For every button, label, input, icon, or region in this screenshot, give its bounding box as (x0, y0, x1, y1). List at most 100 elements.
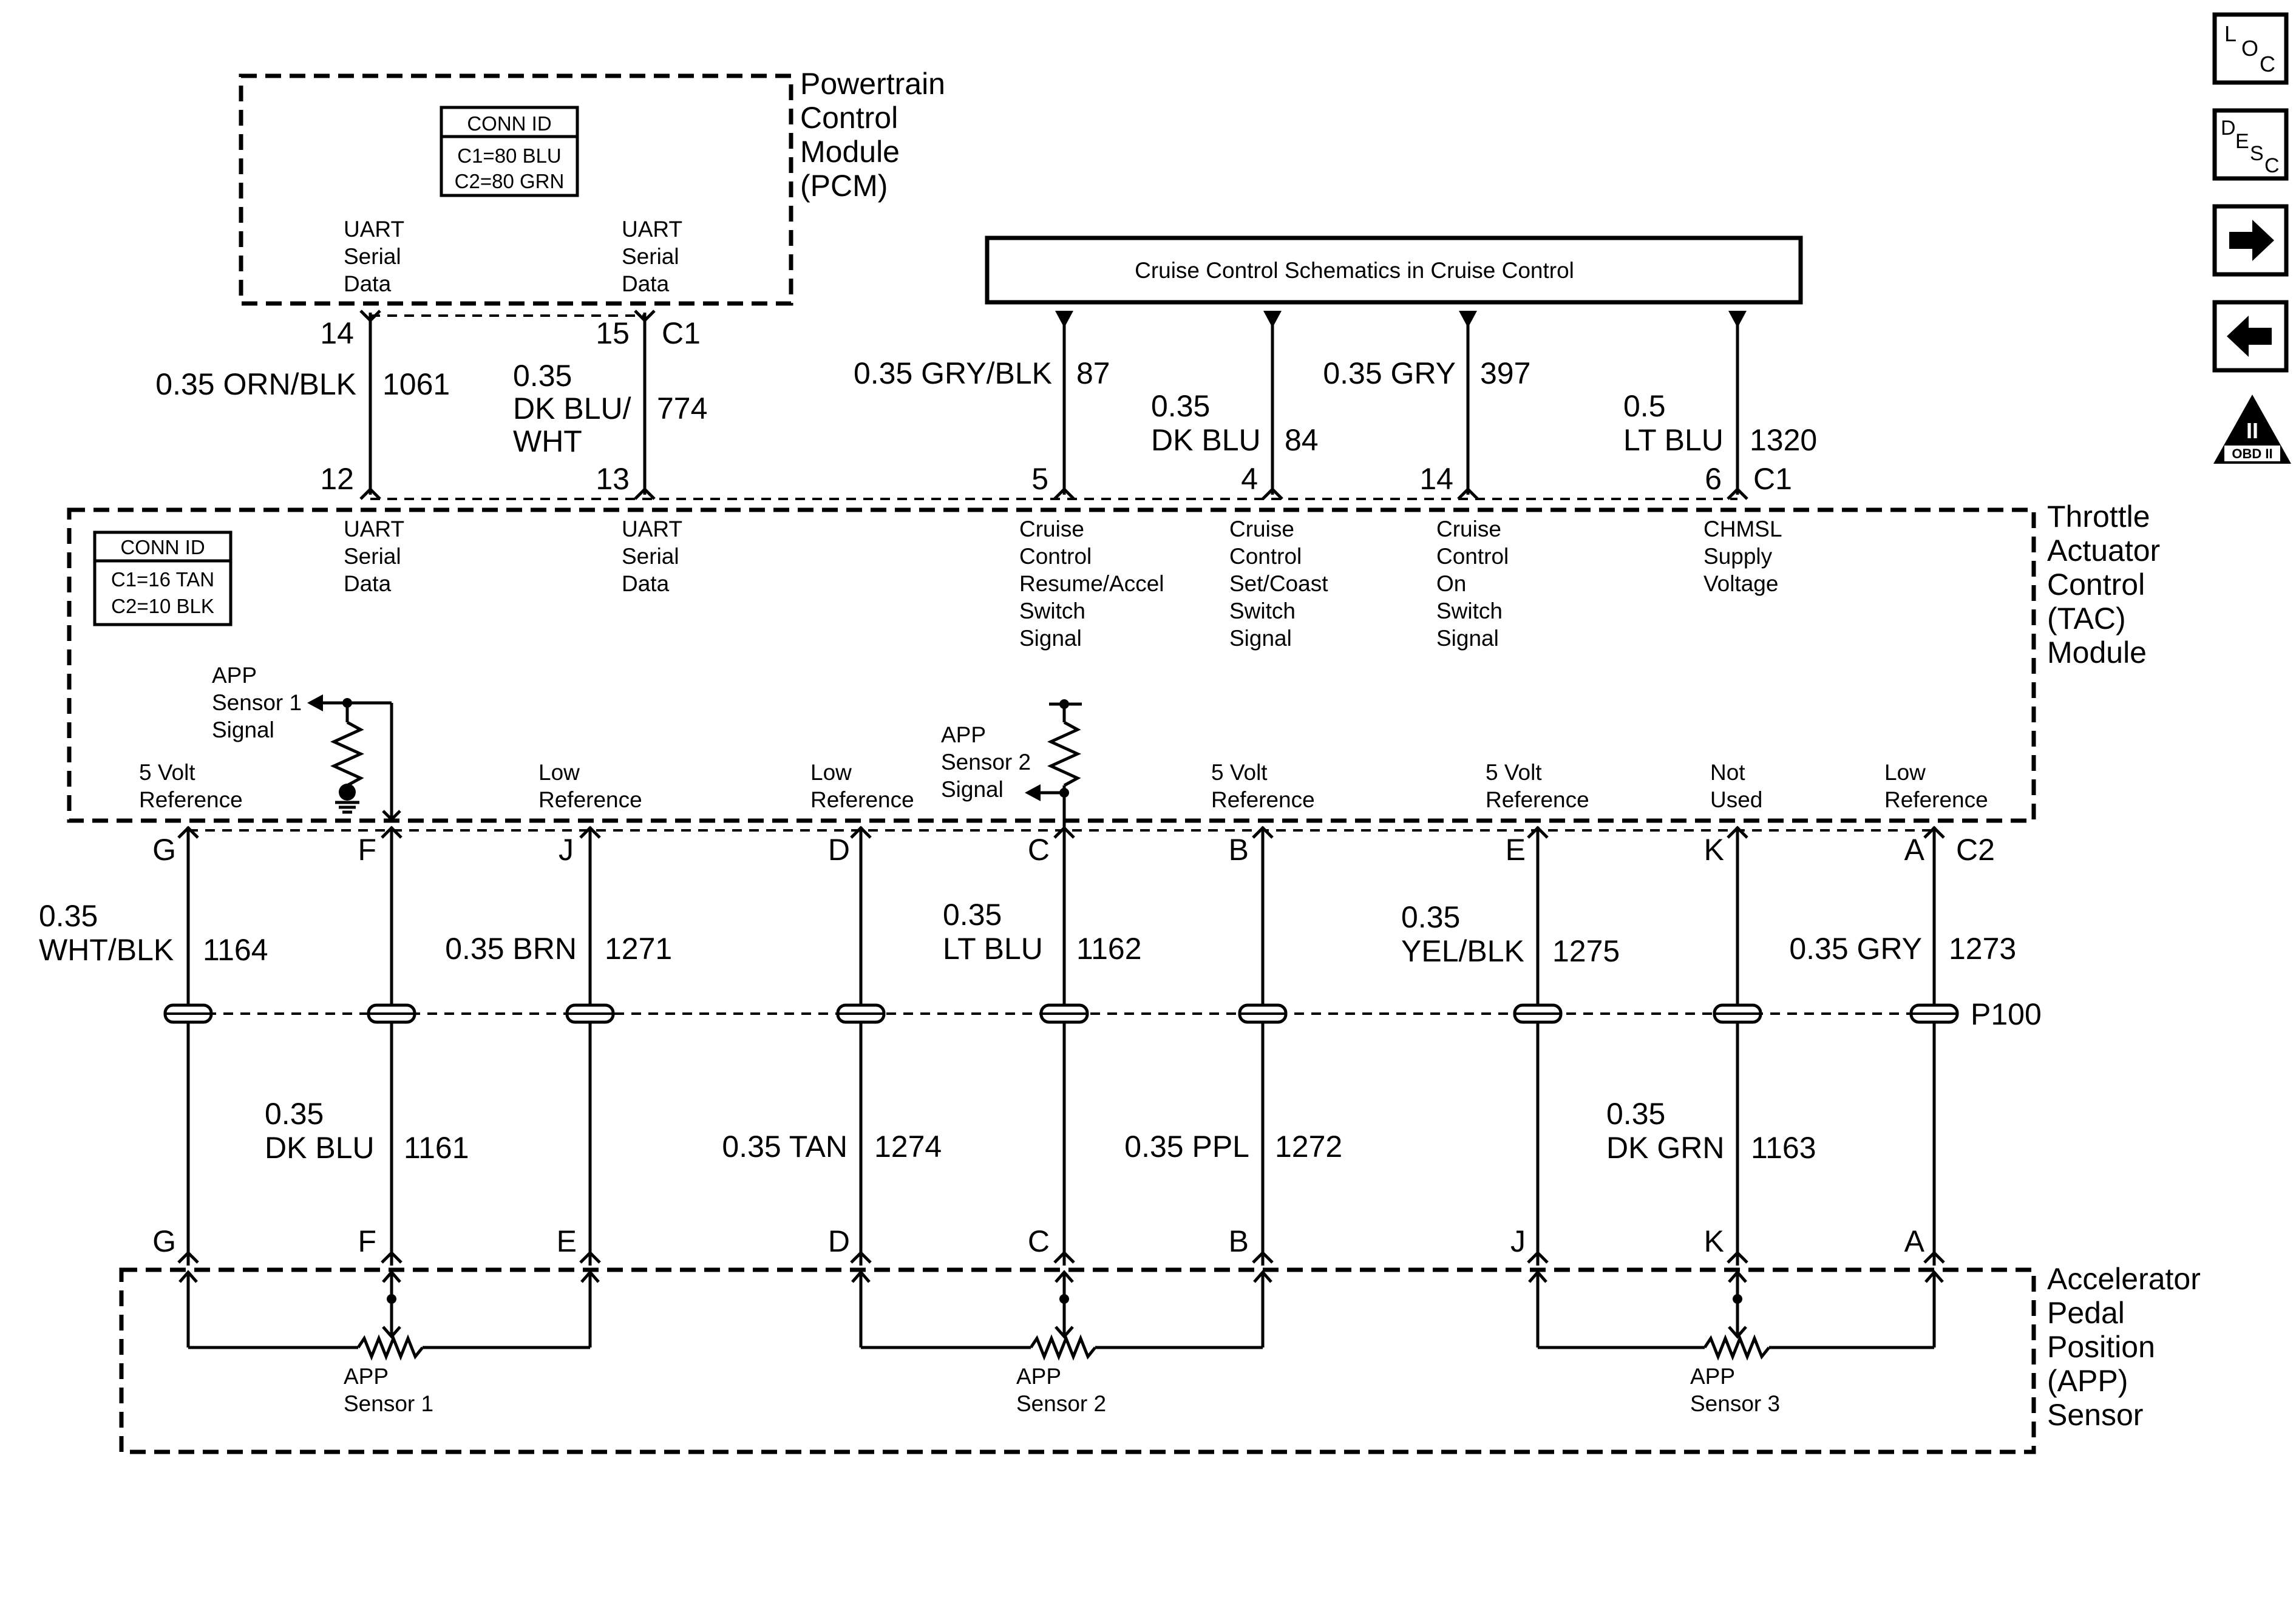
wire-1274-circuit: 1274 (874, 1130, 942, 1164)
tac-conn-c2: C2 (1956, 833, 1995, 867)
app-sensor-1: APP Sensor 1 (178, 1270, 600, 1416)
app2-signal-circuit: APP Sensor 2 Signal (941, 699, 1082, 838)
tac-label-on-5: Signal (1436, 626, 1499, 651)
tac-title-3: Control (2047, 568, 2145, 602)
pcm-conn-id-header: CONN ID (467, 112, 551, 135)
wire-1163-circuit: 1163 (1751, 1131, 1816, 1165)
wire-1272-color: 0.35 PPL (1124, 1130, 1249, 1164)
wire-1163-color-1: 0.35 (1606, 1097, 1665, 1131)
app-title-3: Position (2047, 1330, 2155, 1364)
obd-ii-button[interactable]: II OBD II (2213, 395, 2291, 464)
wire-774-color-3: WHT (513, 424, 582, 458)
wire-774-circuit: 774 (657, 392, 707, 425)
tac-label-k-1: Not (1710, 760, 1745, 785)
wire-774-color-2: DK BLU/ (513, 392, 631, 425)
tac-conn-id-c2: C2=10 BLK (111, 595, 214, 617)
cruise-control-label[interactable]: Cruise Control Schematics in Cruise Cont… (1135, 258, 1574, 283)
tac-label-b-1: 5 Volt (1211, 760, 1268, 785)
app-sensor-3: APP Sensor 3 (1528, 1270, 1944, 1416)
app-box (119, 1267, 2036, 1454)
tac-label-uart2-2: Serial (622, 544, 679, 569)
tac-conn-c1: C1 (1753, 462, 1792, 496)
app1-signal-label-3: Signal (212, 717, 274, 742)
pcm-conn-id: CONN ID C1=80 BLU C2=80 GRN (440, 106, 579, 197)
wire-1275-circuit: 1275 (1552, 934, 1620, 968)
pcm-pin15-label-2: Serial (622, 244, 679, 269)
tac-title-1: Throttle (2047, 500, 2150, 534)
tac-label-j-2: Reference (538, 787, 642, 812)
tac-title-5: Module (2047, 636, 2147, 670)
pcm-pin14-label-3: Data (344, 271, 392, 296)
tac-module: Throttle Actuator Control (TAC) Module C… (67, 500, 2160, 838)
tac-label-resume-2: Control (1019, 544, 1092, 569)
wire-1320-color-1: 0.5 (1623, 389, 1666, 423)
tac-label-a-2: Reference (1884, 787, 1988, 812)
tac-label-resume-4: Switch (1019, 598, 1085, 623)
app-sensor-2-label-1: APP (1016, 1364, 1061, 1389)
tac-c2-pin-k: K (1704, 833, 1724, 867)
app-pin-k: K (1704, 1224, 1724, 1258)
tac-label-on-3: On (1436, 571, 1466, 596)
pcm-module: Powertrain Control Module (PCM) CONN ID … (239, 67, 945, 350)
p100-inline-connectors (163, 1003, 1959, 1024)
cruise-control-link[interactable]: Cruise Control Schematics in Cruise Cont… (985, 236, 1803, 305)
wire-397-color: 0.35 GRY (1323, 356, 1456, 390)
tac-pin-14: 14 (1419, 462, 1453, 496)
app2-signal-label-1: APP (941, 722, 986, 747)
tac-c2-pin-d: D (828, 833, 850, 867)
app-sensor-3-label-1: APP (1690, 1364, 1735, 1389)
wire-84-color-1: 0.35 (1151, 389, 1210, 423)
tac-label-uart1-1: UART (344, 517, 404, 541)
app-title-1: Accelerator (2047, 1262, 2201, 1296)
next-button[interactable] (2212, 204, 2289, 277)
desc-icon-c: C (2264, 154, 2280, 177)
pcm-pin15-label-3: Data (622, 271, 670, 296)
app-sensor-3-label-2: Sensor 3 (1690, 1391, 1780, 1416)
pcm-pin14-label-2: Serial (344, 244, 401, 269)
tac-label-g-1: 5 Volt (139, 760, 195, 785)
tac-label-chmsl-1: CHMSL (1703, 517, 1782, 541)
desc-icon-e: E (2235, 130, 2249, 153)
tac-c2-pin-a: A (1904, 833, 1925, 867)
loc-button[interactable]: L O C (2212, 12, 2289, 85)
tac-label-d-2: Reference (810, 787, 914, 812)
arrow-397 (1459, 311, 1477, 328)
tac-conn-id: CONN ID C1=16 TAN C2=10 BLK (93, 531, 233, 626)
loc-icon-o: O (2241, 36, 2258, 61)
loc-icon-l: L (2224, 21, 2237, 46)
tac-label-on-1: Cruise (1436, 517, 1501, 541)
tac-label-set-2: Control (1229, 544, 1302, 569)
back-button[interactable] (2212, 300, 2289, 373)
tac-conn-id-header: CONN ID (120, 536, 205, 558)
tac-label-a-1: Low (1884, 760, 1926, 785)
wire-1163-color-2: DK GRN (1606, 1131, 1724, 1165)
pcm-pin-14: 14 (320, 316, 354, 350)
tac-label-g-2: Reference (139, 787, 243, 812)
tac-label-set-3: Set/Coast (1229, 571, 1328, 596)
tac-c2-pin-b: B (1229, 833, 1249, 867)
loc-icon-c: C (2260, 52, 2275, 76)
tac-pin-5: 5 (1031, 462, 1048, 496)
tac-label-chmsl-2: Supply (1703, 544, 1773, 569)
desc-button[interactable]: D E S C (2212, 108, 2289, 181)
wire-774-color-1: 0.35 (513, 359, 572, 393)
app-sensor-1-label-1: APP (344, 1364, 389, 1389)
wire-397-circuit: 397 (1480, 356, 1530, 390)
wire-1164-color-2: WHT/BLK (39, 933, 174, 967)
pcm-conn-id-c1: C1=80 BLU (457, 144, 562, 167)
lower-wires: G F J D C B E K A C2 P100 0.35 WHT/BLK 1… (39, 825, 2042, 1266)
wire-1275-color-1: 0.35 (1401, 900, 1460, 934)
wire-1271-color: 0.35 BRN (445, 932, 577, 966)
app-pin-f: F (358, 1224, 376, 1258)
tac-label-d-1: Low (810, 760, 852, 785)
desc-icon-d: D (2221, 117, 2236, 140)
tac-label-resume-5: Signal (1019, 626, 1082, 651)
tac-pin-4: 4 (1241, 462, 1258, 496)
app1-signal-label-1: APP (212, 663, 257, 688)
wire-1273-circuit: 1273 (1949, 932, 2016, 966)
wire-87-circuit: 87 (1076, 356, 1110, 390)
app1-signal-label-2: Sensor 1 (212, 690, 302, 715)
pcm-box (239, 73, 793, 306)
app-sensor: Accelerator Pedal Position (APP) Sensor … (119, 1262, 2201, 1454)
tac-label-set-4: Switch (1229, 598, 1296, 623)
